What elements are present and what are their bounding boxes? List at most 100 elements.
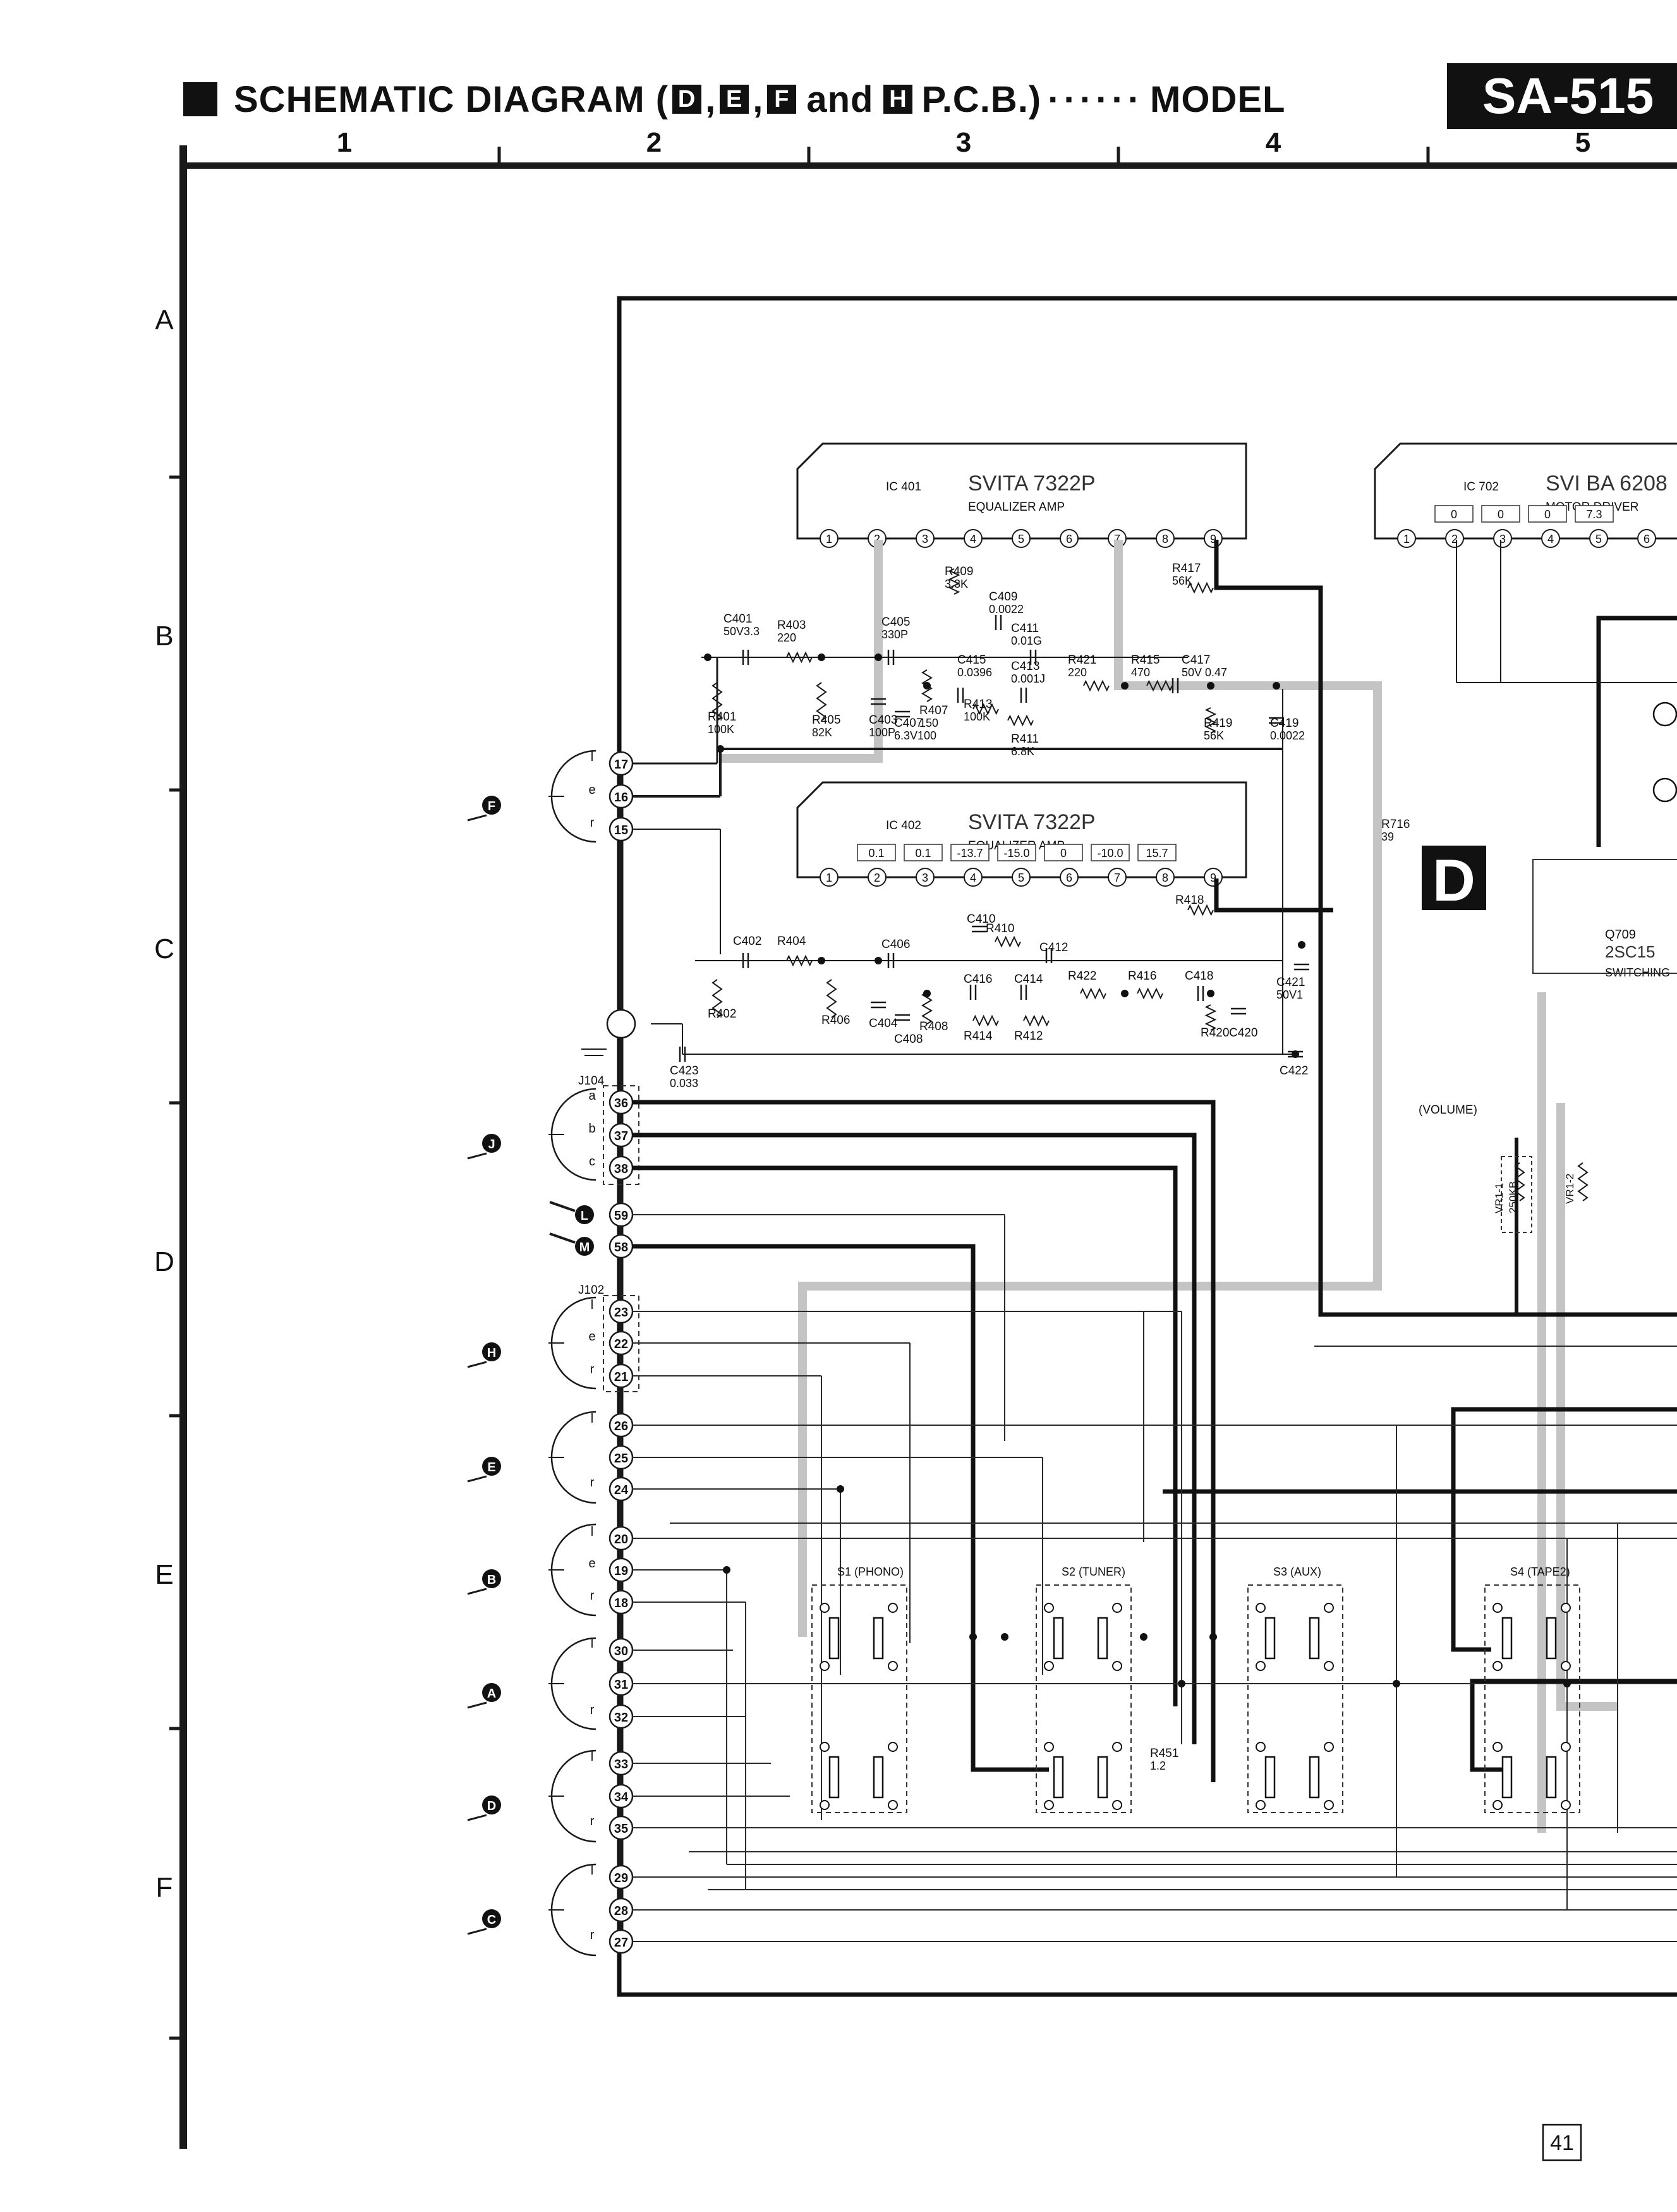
- component-value: 0.033: [670, 1077, 698, 1090]
- component-ref: R422: [1068, 969, 1096, 983]
- component-ref: R402: [708, 1007, 736, 1021]
- connector-badge: [482, 1134, 501, 1153]
- signal-wire: [1451, 1407, 1677, 1652]
- connector-pin-number: 58: [614, 1241, 628, 1255]
- connector-arrow: [467, 1928, 487, 1935]
- junction-dot: [1393, 1680, 1400, 1687]
- component-ref: C411: [1011, 622, 1039, 635]
- resistor-r418: [1187, 904, 1214, 916]
- junction-dot: [1563, 1680, 1571, 1687]
- column-label: 3: [956, 127, 971, 158]
- junction-dot: [723, 1566, 730, 1574]
- switch-label: S1 (PHONO): [837, 1565, 904, 1578]
- transistor-ref: Q709: [1605, 928, 1636, 942]
- switch-terminal: [888, 1742, 898, 1752]
- component-ref: C402: [733, 935, 761, 948]
- signal-wire: [632, 1165, 1178, 1706]
- switch-terminal: [1044, 1603, 1054, 1613]
- connector-letter: B: [487, 1573, 496, 1587]
- component-ref: R451: [1150, 1747, 1178, 1760]
- component-ref: R421: [1068, 653, 1096, 667]
- ic-pin: [1445, 529, 1464, 548]
- ic-part-number: SVITA 7322P: [968, 810, 1096, 834]
- switch-terminal: [1044, 1800, 1054, 1810]
- component-value: 3.3K: [945, 578, 968, 590]
- row-label: B: [155, 621, 173, 652]
- component-value: 6.8K: [1011, 745, 1034, 758]
- connector-arrow: [467, 1701, 487, 1709]
- transistor-part: 2SC15: [1605, 942, 1656, 961]
- connector-letter: L: [581, 1209, 588, 1223]
- component-ref: C408: [894, 1033, 923, 1046]
- switch-contact: [1264, 1756, 1276, 1799]
- connector-badge: [482, 796, 501, 815]
- switch-terminal: [1492, 1742, 1503, 1752]
- component-value: 50V1: [1276, 988, 1303, 1001]
- ic-pin: [868, 868, 887, 887]
- resistor-r421: [1083, 679, 1110, 692]
- model-label: MODEL: [1150, 78, 1286, 120]
- ic-pin-number: 1: [1403, 533, 1410, 545]
- connector-badge: [575, 1205, 594, 1224]
- ic702-frame: [1532, 859, 1677, 974]
- ic-pin: [1493, 529, 1512, 548]
- connector-arrow: [467, 814, 487, 822]
- switch-contact: [1053, 1756, 1064, 1799]
- component-ref: C415: [957, 653, 986, 667]
- voltage-box: [997, 844, 1036, 861]
- ic-pin-number: 6: [1066, 872, 1072, 884]
- connector-letter: A: [487, 1687, 496, 1701]
- component-ref: C420: [1229, 1026, 1257, 1040]
- switch-terminal: [1112, 1661, 1122, 1671]
- connector-arrow: [549, 1232, 576, 1244]
- component-value: 0.01G: [1011, 635, 1042, 647]
- component-value: 100K: [708, 723, 734, 736]
- switch-terminal: [888, 1603, 898, 1613]
- switch-contact: [873, 1756, 884, 1799]
- volume-pot-vr1-2: [1577, 1162, 1589, 1201]
- ic-pin: [916, 868, 935, 887]
- signal-wire: [632, 1244, 1049, 1772]
- resistor-r409: [948, 568, 960, 595]
- connector-signal-label: e: [588, 1330, 595, 1344]
- ic-pin-number: 2: [1451, 533, 1458, 545]
- ic-pin-number: 3: [1499, 533, 1506, 545]
- component-ref: R403: [777, 619, 806, 632]
- junction-dot: [704, 653, 711, 661]
- switch-terminal: [1256, 1800, 1266, 1810]
- model-number: SA-515: [1482, 68, 1654, 124]
- component-ref: C401: [723, 612, 752, 626]
- volume-dashed-box: [1501, 1156, 1532, 1233]
- resistor-r420: [1204, 1004, 1217, 1031]
- transistor-symbol: [1652, 702, 1677, 727]
- component-value: 1.2: [1150, 1759, 1166, 1772]
- switch-terminal: [1256, 1661, 1266, 1671]
- switch-terminal: [1492, 1603, 1503, 1613]
- ic-pin: [1012, 868, 1031, 887]
- switch-contact: [873, 1617, 884, 1660]
- connector-pin-number: 29: [614, 1871, 628, 1885]
- switch-terminal: [820, 1742, 830, 1752]
- page-number-box: [1542, 2124, 1582, 2161]
- component-value: 50V3.3: [723, 625, 760, 638]
- connector-signal-label: l: [591, 1864, 593, 1878]
- connector-pin-number: 21: [614, 1370, 628, 1384]
- resistor-r415: [1146, 679, 1173, 692]
- component-ref: C417: [1182, 653, 1210, 667]
- switch-dashed-box: [1247, 1584, 1343, 1813]
- junction-dot: [875, 957, 882, 964]
- component-ref: R406: [821, 1014, 850, 1027]
- voltage-value: 15.7: [1146, 847, 1168, 860]
- connector-pin-number: 38: [614, 1162, 628, 1176]
- voltage-box: [950, 844, 990, 861]
- switch-contact: [1546, 1617, 1557, 1660]
- voltage-value: -10.0: [1097, 847, 1123, 860]
- switch-terminal: [1324, 1800, 1334, 1810]
- connector-pin-number: 36: [614, 1097, 628, 1110]
- connector-pin-number: 33: [614, 1758, 628, 1771]
- junction-dot: [837, 1485, 844, 1493]
- component-ref: R404: [777, 935, 806, 948]
- switch-contact: [828, 1617, 840, 1660]
- connector-signal-label: r: [590, 1703, 595, 1717]
- switch-terminal: [1324, 1742, 1334, 1752]
